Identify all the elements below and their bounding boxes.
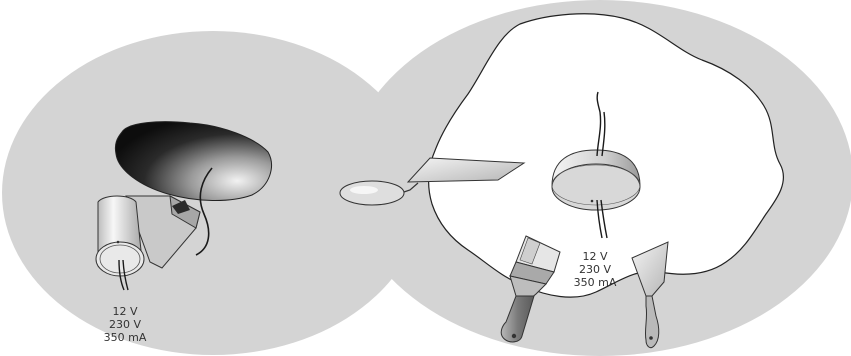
voltage-mains-label: 230 V [95, 318, 155, 331]
current-label: 350 mA [95, 331, 155, 344]
right-electrical-rating: 12 V 230 V 350 mA [565, 250, 625, 289]
round-fixture-cover-icon [552, 150, 640, 210]
voltage-low-label: 12 V [95, 305, 155, 318]
recessed-fixture-housing-icon [96, 196, 144, 276]
current-label: 350 mA [565, 276, 625, 289]
voltage-mains-label: 230 V [565, 263, 625, 276]
left-electrical-rating: 12 V 230 V 350 mA [95, 305, 155, 344]
voltage-low-label: 12 V [565, 250, 625, 263]
